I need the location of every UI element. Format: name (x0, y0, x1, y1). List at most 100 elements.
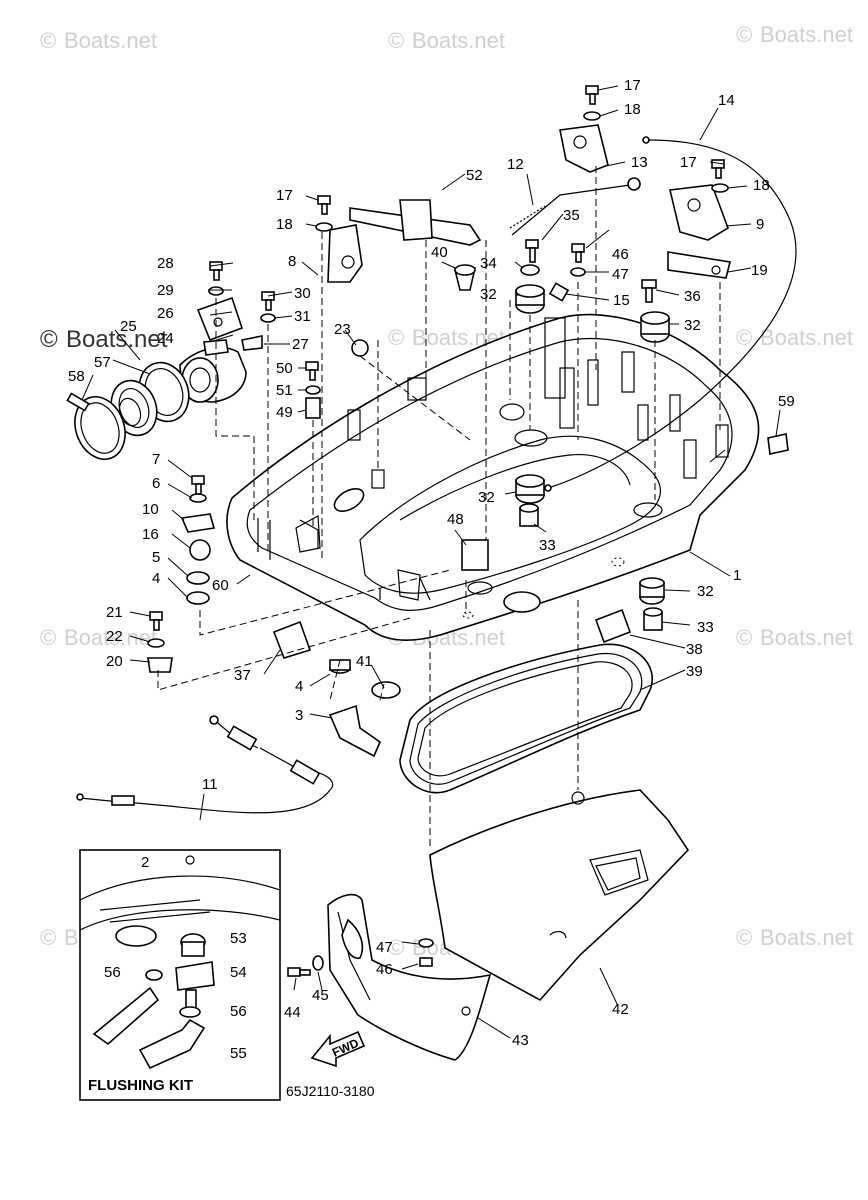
bolt-17-a (585, 85, 599, 105)
watermark-symbol: © (736, 925, 752, 950)
grommet-37 (272, 620, 312, 659)
label-29: 29 (157, 282, 174, 299)
label-17-c: 17 (680, 154, 697, 171)
label-8: 8 (288, 253, 296, 270)
washer-31 (260, 313, 276, 323)
label-38: 38 (686, 641, 703, 658)
grommet-32-center (515, 474, 545, 504)
grommet-32-right (639, 577, 665, 605)
label-46-b: 46 (376, 961, 393, 978)
clip-27 (241, 335, 263, 351)
label-15: 15 (613, 292, 630, 309)
fwd-label: FWD (330, 1036, 361, 1060)
label-1: 1 (733, 567, 741, 584)
grommet-41 (371, 681, 401, 699)
grommet-40 (453, 264, 477, 291)
washer-34 (520, 264, 540, 276)
label-43: 43 (512, 1032, 529, 1049)
watermark-text: Boats.net (66, 326, 168, 353)
label-19: 19 (751, 262, 768, 279)
watermark-text: Boats.net (760, 325, 853, 350)
label-10: 10 (142, 501, 159, 518)
watermark-symbol: © (40, 28, 56, 53)
holder-3 (328, 704, 381, 758)
label-33-b: 33 (697, 619, 714, 636)
bottom-cowling (226, 313, 760, 641)
washer-5 (186, 571, 210, 585)
apron-rear (429, 789, 690, 1002)
label-2: 2 (141, 854, 149, 871)
washer-18-c (711, 183, 729, 193)
label-34: 34 (480, 255, 497, 272)
washer-47-b (418, 938, 434, 948)
label-46-a: 46 (612, 246, 629, 263)
watermark-text: Boats.net (64, 625, 157, 650)
label-27: 27 (292, 336, 309, 353)
label-16: 16 (142, 526, 159, 543)
plug-48 (461, 539, 489, 571)
watermark-symbol: © (388, 325, 404, 350)
label-56-a: 56 (104, 964, 121, 981)
label-32-c: 32 (478, 489, 495, 506)
label-3: 3 (295, 707, 303, 724)
bolt-30 (261, 291, 275, 311)
label-44: 44 (284, 1004, 301, 1021)
washer-45 (312, 955, 324, 971)
watermark-text: Boats.net (64, 28, 157, 53)
label-55: 55 (230, 1045, 247, 1062)
collar-33-right (643, 607, 663, 631)
grommet-38 (594, 608, 632, 644)
label-42: 42 (612, 1001, 629, 1018)
label-6: 6 (152, 475, 160, 492)
plate-10 (180, 513, 216, 533)
bolt-7 (191, 475, 205, 495)
washer-6 (189, 493, 207, 503)
cowling-seal (399, 643, 653, 794)
label-35: 35 (563, 207, 580, 224)
watermark-symbol: © (40, 326, 58, 353)
label-13: 13 (631, 154, 648, 171)
watermark-symbol: © (388, 935, 404, 960)
clip-20 (147, 657, 173, 673)
watermark-symbol: © (736, 625, 752, 650)
washer-47-a (570, 267, 586, 277)
washer-18-a (583, 111, 601, 121)
apron-front (327, 893, 492, 1061)
bolt-28 (209, 261, 223, 281)
label-4-lower: 4 (295, 678, 303, 695)
label-18-a: 18 (624, 101, 641, 118)
part-labels: 1 2 3 4 4 5 6 7 8 9 10 11 12 13 14 15 16… (68, 77, 795, 1099)
bolt-17-b (317, 195, 331, 215)
label-22: 22 (106, 628, 123, 645)
cables (76, 136, 797, 814)
spring-16 (189, 539, 211, 561)
washer-51 (305, 385, 321, 395)
label-33-a: 33 (539, 537, 556, 554)
label-14: 14 (718, 92, 735, 109)
label-7: 7 (152, 451, 160, 468)
washer-4-left (186, 591, 210, 605)
label-59 (767, 433, 789, 455)
bolt-46-a (571, 243, 585, 263)
diagram-code: 65J2110-3180 (286, 1083, 375, 1099)
label-56-b: 56 (230, 1003, 247, 1020)
label-17-b: 17 (276, 187, 293, 204)
label-21: 21 (106, 604, 123, 621)
label-52: 52 (466, 167, 483, 184)
label-59: 59 (778, 393, 795, 410)
label-50: 50 (276, 360, 293, 377)
label-57: 57 (94, 354, 111, 371)
label-25: 25 (120, 318, 137, 335)
watermark-symbol: © (736, 22, 752, 47)
washer-22 (147, 638, 165, 648)
label-17-a: 17 (624, 77, 641, 94)
washer-29 (208, 286, 224, 296)
washer-18-b (315, 222, 333, 232)
label-18-b: 18 (276, 216, 293, 233)
label-58: 58 (68, 368, 85, 385)
label-32-d: 32 (697, 583, 714, 600)
label-28: 28 (157, 255, 174, 272)
watermark-symbol: © (388, 28, 404, 53)
label-30: 30 (294, 285, 311, 302)
